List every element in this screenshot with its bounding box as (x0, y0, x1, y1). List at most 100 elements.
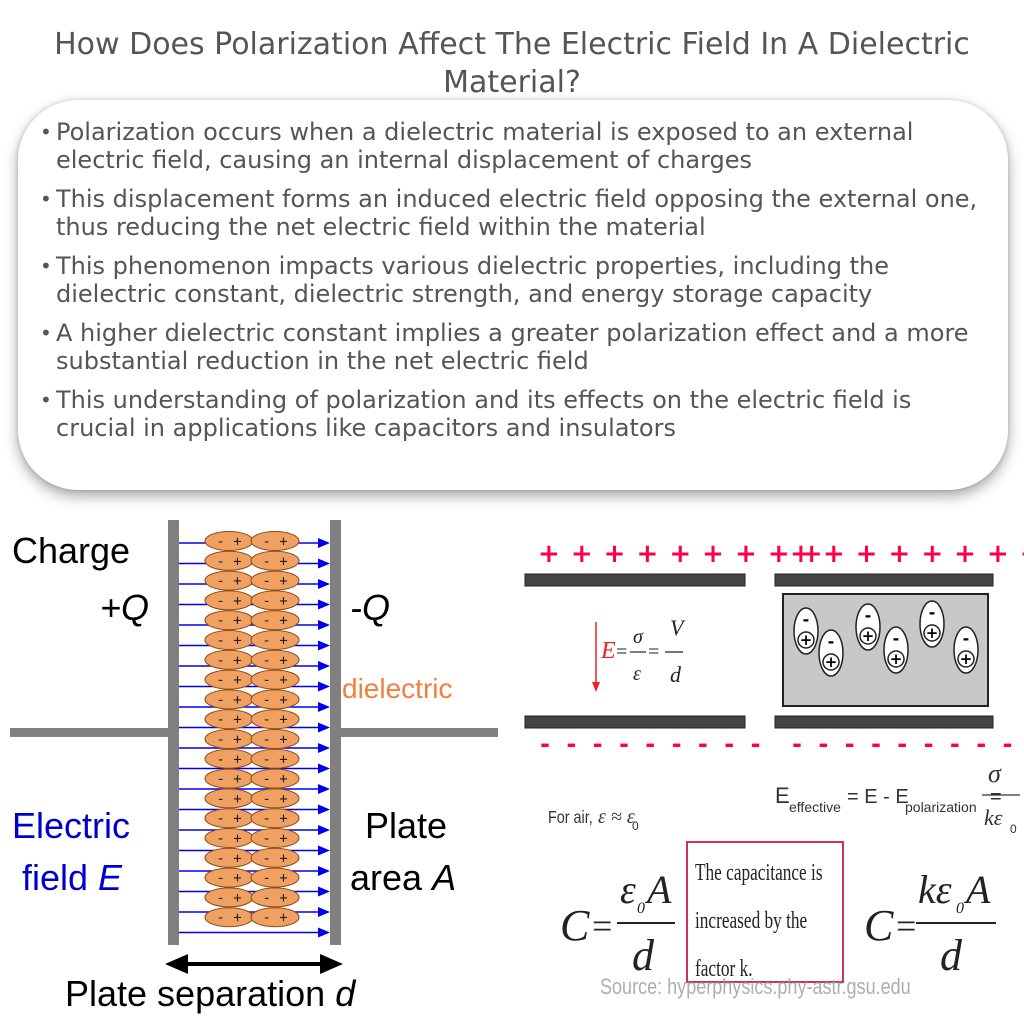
dipole: - + (250, 828, 300, 848)
dipole-body (250, 828, 300, 848)
polarized-molecule: -+ (953, 626, 979, 674)
dipole-body (250, 531, 300, 551)
eq-equals-1: = (616, 641, 627, 663)
dipole-sign: - + (262, 732, 287, 748)
dipole-sign: - + (216, 692, 241, 708)
capk-d: d (940, 931, 963, 980)
eff-e: E (775, 783, 790, 808)
dipole-sign: - + (216, 673, 241, 689)
dipole-body (250, 550, 300, 571)
molecule-plus-ring (957, 650, 975, 668)
dipole: - + (204, 867, 254, 888)
molecule-plus-ring (797, 631, 815, 649)
capk-equals: = (896, 906, 916, 946)
eff-equals: = (990, 786, 1002, 808)
dipole-sign: - + (216, 534, 241, 550)
for-air-text: For air, (548, 808, 593, 828)
bullet-list: Polarization occurs when a dielectric ma… (40, 118, 990, 453)
dipole: - + (250, 649, 300, 670)
dipole-body (250, 649, 300, 670)
dipole-sign: - + (262, 811, 287, 827)
molecule-plus: + (926, 624, 939, 642)
eq-epsilon: ε (633, 663, 641, 685)
molecule-plus: + (825, 653, 838, 671)
bottom-right-minus-charges: - - - - - - - - - (792, 730, 1017, 758)
minus-q-label: -Q (350, 587, 390, 628)
polarized-molecules: -+-+-+-+-+-+ (793, 600, 979, 677)
plate-area-label-line2: area A (350, 857, 456, 898)
dipole: - + (204, 630, 254, 650)
dipole-sign: - + (262, 653, 287, 669)
dipole: - + (250, 768, 300, 789)
dipole-body (250, 887, 300, 908)
dipole: - + (204, 788, 254, 809)
dipole-sign: - + (216, 791, 241, 807)
cap-epsilon-sub: 0 (637, 900, 645, 917)
dipole-sign: - + (216, 613, 241, 629)
dipole: - + (204, 709, 254, 730)
cap-epsilon: ε (620, 867, 636, 912)
plate-area-label-line1: Plate (365, 805, 447, 846)
dipole: - + (250, 590, 300, 611)
bullet-item: Polarization occurs when a dielectric ma… (40, 118, 990, 174)
dipole-sign: - + (262, 831, 287, 847)
note-line-1: The capacitance is (695, 858, 823, 886)
dipole: - + (250, 847, 300, 868)
polarized-molecule: -+ (793, 607, 819, 655)
eq-e: E (600, 638, 616, 664)
dipole: - + (204, 550, 254, 571)
capk-a: A (963, 867, 991, 912)
dipole: - + (204, 610, 254, 631)
polarized-molecule: -+ (919, 600, 945, 648)
bullet-item: This displacement forms an induced elect… (40, 185, 990, 241)
dipole-sign: - + (216, 653, 241, 669)
area-symbol-a: A (430, 857, 456, 898)
dipole-sign: - + (262, 871, 287, 887)
bottom-left-minus-charges: - - - - - - - - - (540, 730, 765, 758)
dipole: - + (204, 649, 254, 670)
polarization-diagram: + + + + + + + + + + + + + + + + + + -+-+… (524, 539, 1024, 999)
dipole-sign: - + (216, 574, 241, 590)
eff-sub-effective: effective (789, 799, 841, 815)
eq-equals-2: = (648, 641, 659, 663)
dipole: - + (204, 887, 254, 908)
dipole: - + (204, 748, 254, 769)
molecule-minus: - (963, 629, 970, 648)
dipole-body (250, 808, 300, 829)
dipole: - + (250, 689, 300, 710)
dielectric-label: dielectric (342, 673, 452, 704)
dipole-sign: - + (216, 811, 241, 827)
dipole-body (250, 709, 300, 730)
dipole: - + (204, 729, 254, 749)
dipole-body (250, 748, 300, 769)
separation-arrow-right-head (320, 954, 343, 974)
dipole-body (250, 590, 300, 611)
molecule-minus: - (828, 632, 835, 651)
field-word: field (22, 857, 98, 898)
dipole-body (250, 630, 300, 650)
molecule-plus: + (960, 650, 973, 668)
cap-a: A (644, 867, 672, 912)
top-right-plus-charges: + + + + + + + + + (790, 539, 1024, 569)
dipole-sign: - + (262, 712, 287, 728)
dipole-sign: - + (216, 752, 241, 768)
field-arrow-head (592, 682, 600, 692)
molecule-minus: - (865, 606, 872, 625)
capacitor-diagram: - +- +- +- +- +- +- +- +- +- +- +- +- +-… (10, 520, 498, 1014)
eq-d: d (670, 662, 682, 687)
plate-separation-label: Plate separation d (65, 973, 356, 1014)
capk-k-epsilon: kε (918, 867, 952, 912)
effective-field-equation: E effective = E - E polarization = σ kε … (775, 759, 1020, 836)
dipole-sign: - + (262, 772, 287, 788)
right-bottom-plate (774, 715, 994, 729)
dipole: - + (204, 531, 254, 551)
molecule-plus: + (890, 650, 903, 668)
for-air-sub: 0 (632, 819, 639, 833)
cap-c: C (560, 901, 590, 950)
eq-sigma: σ (633, 626, 644, 648)
dipole-body (250, 570, 300, 591)
dipole-sign: - + (262, 673, 287, 689)
dipole-sign: - + (216, 554, 241, 570)
dipole-sign: - + (262, 851, 287, 867)
dipole: - + (204, 689, 254, 710)
